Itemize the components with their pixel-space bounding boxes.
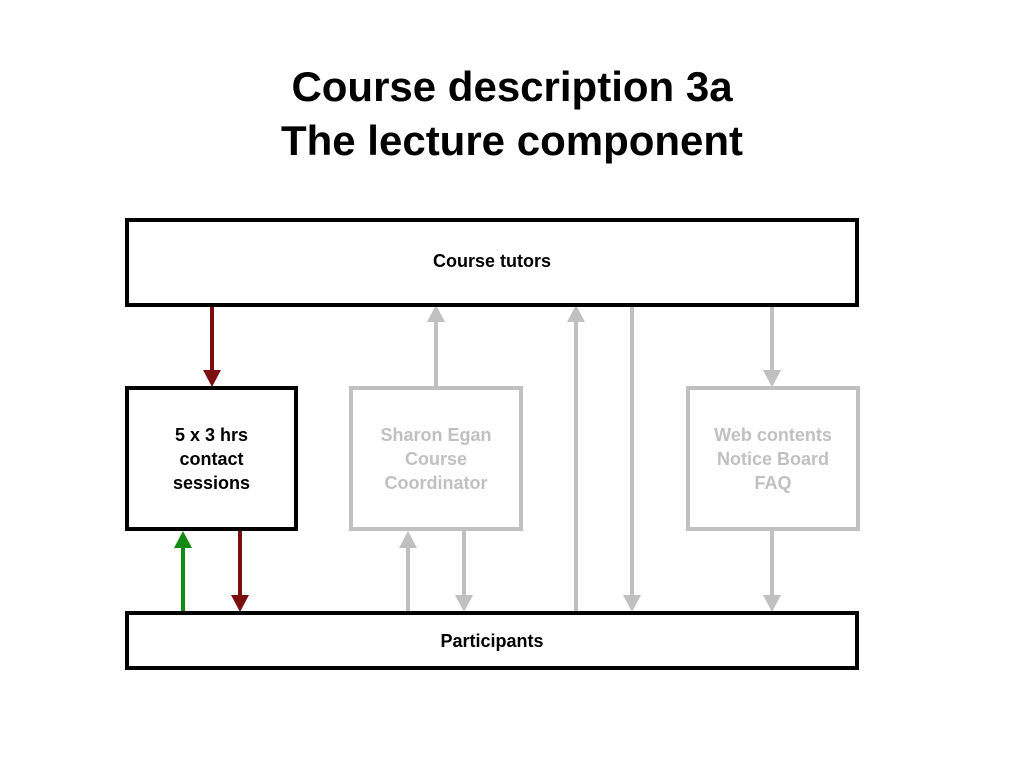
arrow-tutors-to-participants-head	[623, 595, 641, 612]
arrow-participants-to-tutors-head	[567, 305, 585, 322]
web-contents-line-3: FAQ	[754, 472, 792, 493]
contact-sessions-line-1: 5 x 3 hrs	[174, 424, 249, 445]
coordinator-line-3: Coordinator	[384, 472, 488, 493]
web-contents-line-1: Web contents	[714, 424, 832, 445]
slide-title-line-2: The lecture component	[280, 117, 744, 164]
arrow-participants-to-contact-head	[174, 531, 192, 548]
web-contents-box: Web contents Notice Board FAQ	[686, 386, 860, 531]
course-tutors-label: Course tutors	[432, 250, 551, 271]
arrow-tutors-to-contact-head	[203, 370, 221, 387]
slide-title-line-1: Course description 3a	[291, 63, 733, 110]
participants-box: Participants	[125, 611, 859, 670]
arrow-coordinator-to-participants-head	[455, 595, 473, 612]
arrow-contact-to-participants-head	[231, 595, 249, 612]
course-tutors-box: Course tutors	[125, 218, 859, 307]
participants-label: Participants	[440, 630, 544, 651]
arrow-participants-to-coordinator-head	[399, 531, 417, 548]
coordinator-line-2: Course	[404, 448, 467, 469]
arrow-coordinator-to-tutors-head	[427, 305, 445, 322]
arrow-tutors-to-web-head	[763, 370, 781, 387]
coordinator-line-1: Sharon Egan	[380, 424, 492, 445]
course-coordinator-box: Sharon Egan Course Coordinator	[349, 386, 523, 531]
web-contents-line-2: Notice Board	[716, 448, 830, 469]
contact-sessions-line-3: sessions	[172, 472, 251, 493]
contact-sessions-box: 5 x 3 hrs contact sessions	[125, 386, 298, 531]
contact-sessions-line-2: contact	[179, 448, 244, 469]
arrow-web-to-participants-head	[763, 595, 781, 612]
